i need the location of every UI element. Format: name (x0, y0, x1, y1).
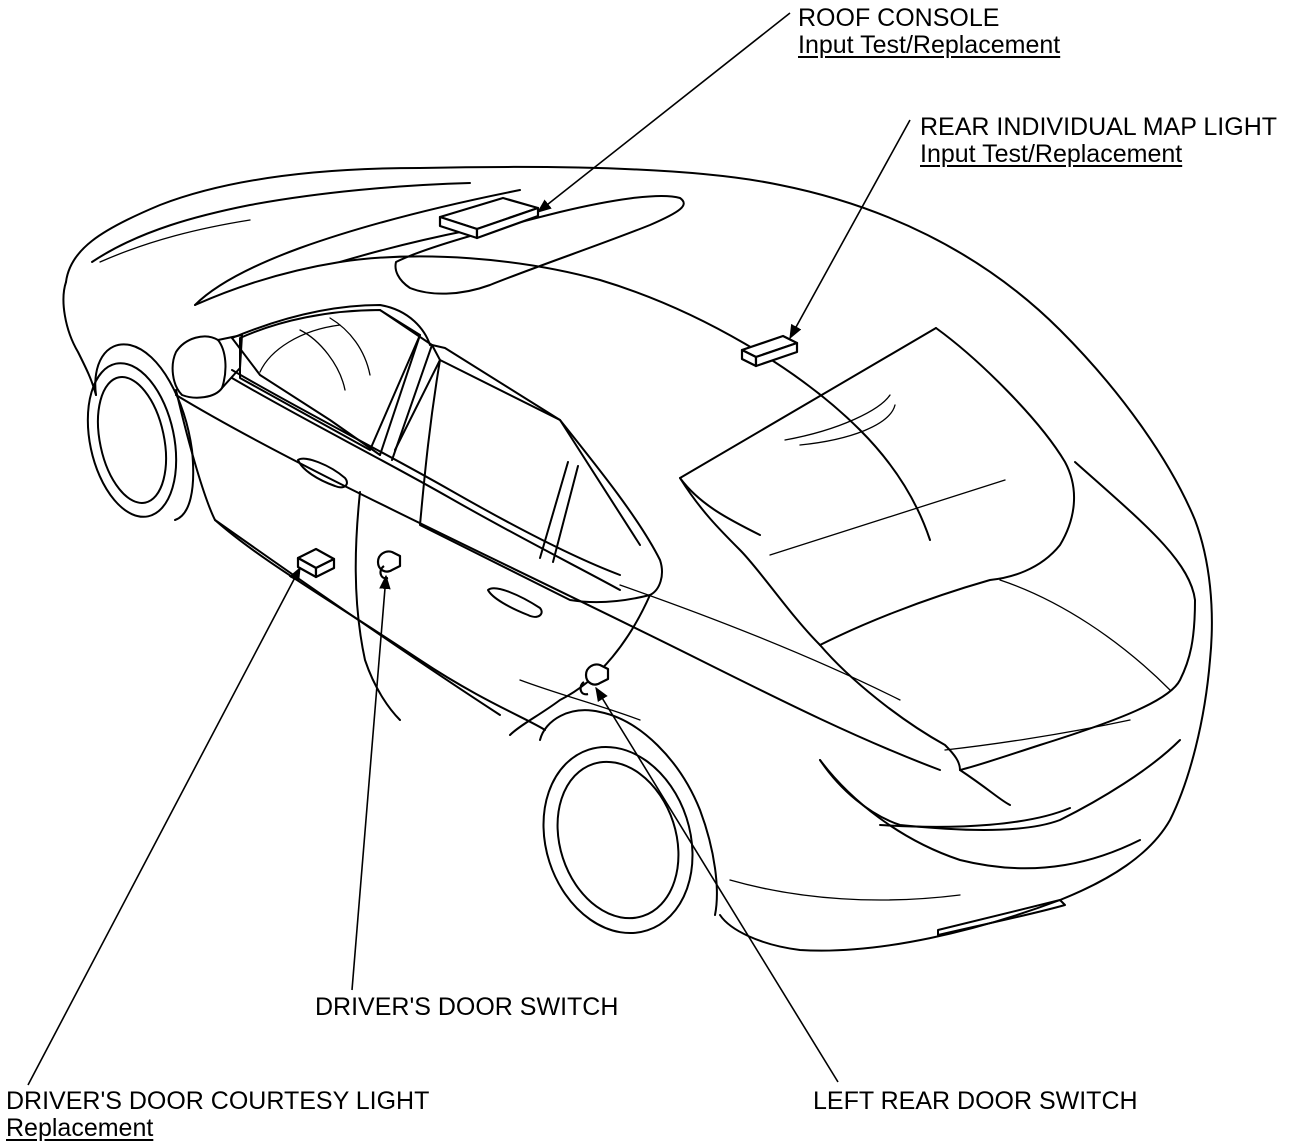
roof-console-label: ROOF CONSOLE Input Test/Replacement (798, 5, 1060, 59)
rear-map-light-link[interactable]: Input Test/Replacement (920, 140, 1183, 168)
left-rear-door-switch-part (579, 663, 610, 696)
drivers-door-switch-part (376, 550, 402, 580)
drivers-door-switch-label: DRIVER'S DOOR SWITCH (315, 994, 618, 1021)
car-body-outline (62, 165, 1213, 952)
leader-rear-map-light (789, 119, 911, 340)
rear-map-light-title: REAR INDIVIDUAL MAP LIGHT (920, 113, 1278, 141)
left-rear-door-switch-title: LEFT REAR DOOR SWITCH (813, 1087, 1138, 1115)
leader-left-rear-door-switch (595, 686, 839, 1083)
rear-map-light-part (740, 334, 799, 368)
car-detail-lines (99, 219, 1171, 901)
drivers-door-courtesy-light-title: DRIVER'S DOOR COURTESY LIGHT (6, 1087, 430, 1115)
drivers-door-switch-title: DRIVER'S DOOR SWITCH (315, 993, 619, 1021)
roof-console-title: ROOF CONSOLE (798, 4, 1000, 32)
leader-courtesy-light (27, 566, 301, 1086)
leader-lines (27, 12, 911, 1086)
left-rear-door-switch-label: LEFT REAR DOOR SWITCH (813, 1088, 1138, 1115)
drivers-door-courtesy-light-label: DRIVER'S DOOR COURTESY LIGHT Replacement (6, 1088, 429, 1142)
leader-drivers-door-switch (351, 574, 391, 991)
drivers-door-courtesy-light-link[interactable]: Replacement (6, 1114, 154, 1142)
rear-map-light-label: REAR INDIVIDUAL MAP LIGHT Input Test/Rep… (920, 114, 1277, 168)
courtesy-light-part (296, 547, 336, 579)
roof-console-part (438, 196, 540, 240)
leader-roof-console (536, 12, 791, 213)
roof-console-link[interactable]: Input Test/Replacement (798, 31, 1061, 59)
